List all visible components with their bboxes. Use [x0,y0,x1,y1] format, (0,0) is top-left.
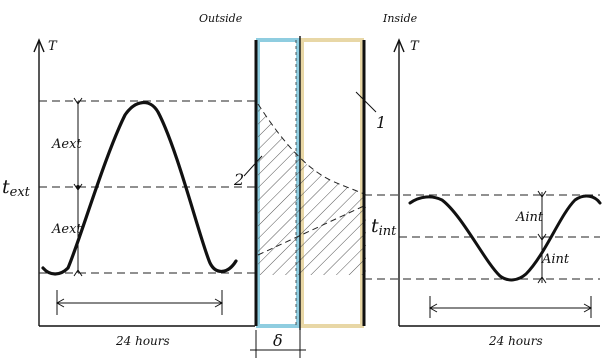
t-int-subscript: int [379,224,398,239]
wall-cross-section: Outside Inside 1 2 δ tint [199,12,418,358]
exterior-temperature-plot: T Aext Aext text 24 hours [2,38,255,348]
a-ext-bottom-label: Aext [51,222,82,237]
a-int-top-label: Aint [515,210,544,225]
left-period-label: 24 hours [115,334,170,348]
exterior-temperature-curve [41,101,238,276]
callout-1-label: 1 [376,113,386,132]
left-axis-t-label: T [48,39,58,54]
gradient-curve-boundary [257,103,367,196]
a-ext-top-label: Aext [51,137,82,152]
inside-label: Inside [382,12,418,25]
left-y-axis-arrow [33,38,45,53]
right-y-axis-arrow [393,38,405,53]
interior-temperature-plot: T Aint Aint 24 hours [364,38,602,348]
a-int-tick-mid [537,233,547,241]
t-int-label: tint [371,215,397,239]
a-int-tick-top [537,190,547,198]
callout-2-label: 2 [233,170,244,189]
right-period-label: 24 hours [488,334,543,348]
left-period-arrow-left [55,298,65,308]
a-ext-tick-bottom [73,269,83,277]
right-period-arrow-left [428,303,438,313]
callout-2-leader [243,155,263,177]
callout-1-leader [355,91,377,113]
temperature-gradient-region [258,104,366,275]
left-period-arrow-right [214,298,224,308]
a-int-tick-bottom [537,276,547,284]
right-axis-t-label: T [410,39,420,54]
a-ext-tick-mid [73,183,83,191]
t-ext-subscript: ext [10,185,31,200]
a-ext-tick-top [73,97,83,105]
interior-temperature-curve [408,194,602,282]
a-int-bottom-label: Aint [541,252,570,267]
a-ext-mid-dot [76,185,80,189]
outside-label: Outside [199,12,243,25]
right-period-arrow-right [583,303,593,313]
t-ext-label: text [2,176,31,200]
delta-label: δ [273,331,283,350]
